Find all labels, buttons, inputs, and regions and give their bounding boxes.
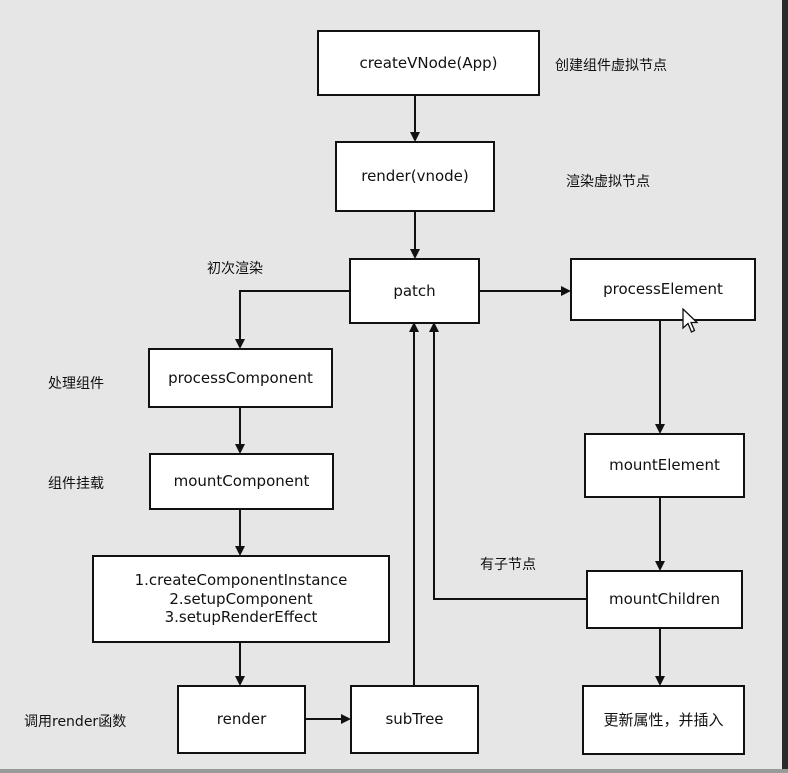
create-vnode-node: createVNode(App) bbox=[317, 30, 540, 96]
process-element-node: processElement bbox=[570, 258, 756, 321]
note-render-vnode: 渲染虚拟节点 bbox=[566, 174, 650, 190]
update-props-node: 更新属性，并插入 bbox=[582, 685, 745, 755]
process-component-node: processComponent bbox=[148, 348, 333, 408]
patch-node: patch bbox=[349, 258, 480, 324]
render-node: render bbox=[177, 685, 306, 754]
arrow-patch-to-process-component bbox=[235, 290, 349, 349]
subtree-node: subTree bbox=[350, 685, 479, 754]
mouse-cursor-icon bbox=[682, 308, 698, 333]
frame-edge-right bbox=[782, 0, 788, 773]
note-call-render: 调用render函数 bbox=[24, 714, 127, 730]
frame-edge-bottom bbox=[0, 769, 788, 773]
note-create-component-vnode: 创建组件虚拟节点 bbox=[555, 58, 667, 74]
mount-element-node: mountElement bbox=[584, 433, 745, 498]
note-initial-render: 初次渲染 bbox=[207, 261, 263, 277]
step-setup-component: 2.setupComponent bbox=[169, 589, 313, 608]
mount-component-node: mountComponent bbox=[149, 453, 334, 510]
note-handle-component: 处理组件 bbox=[48, 376, 104, 392]
note-has-children: 有子节点 bbox=[480, 557, 536, 573]
setup-steps-node: 1.createComponentInstance 2.setupCompone… bbox=[92, 555, 390, 643]
render-vnode-node: render(vnode) bbox=[335, 141, 495, 212]
arrow-mount-children-to-patch bbox=[429, 322, 586, 600]
note-component-mount: 组件挂载 bbox=[48, 476, 104, 492]
step-setup-render-effect: 3.setupRenderEffect bbox=[164, 608, 318, 627]
step-create-instance: 1.createComponentInstance bbox=[134, 570, 348, 589]
mount-children-node: mountChildren bbox=[586, 570, 743, 629]
